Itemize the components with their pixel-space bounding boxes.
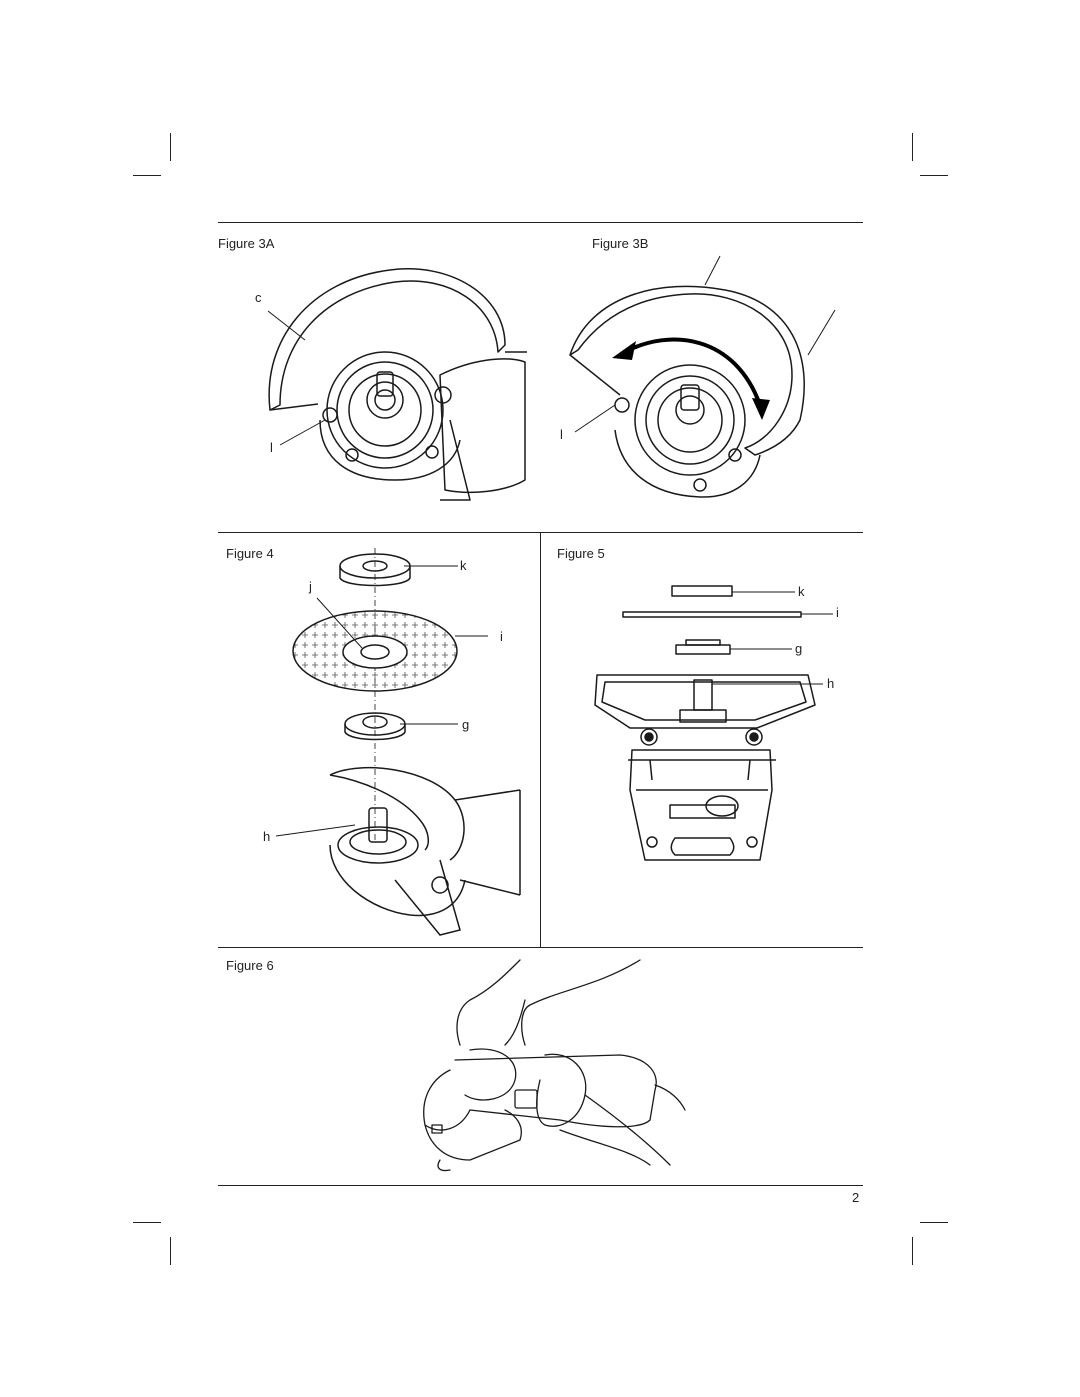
bottom-rule	[218, 1185, 863, 1186]
label-k: k	[798, 584, 805, 599]
crop-mark	[133, 175, 161, 176]
figure-3a-title: Figure 3A	[218, 236, 275, 251]
crop-mark	[133, 1222, 161, 1223]
crop-mark	[920, 175, 948, 176]
lower-rule	[218, 947, 863, 948]
label-g: g	[462, 717, 470, 732]
crop-mark	[170, 133, 171, 161]
label-i: i	[836, 605, 839, 620]
crop-mark	[912, 1237, 913, 1265]
label-h: h	[827, 676, 835, 691]
crop-mark	[912, 133, 913, 161]
figure-4-title: Figure 4	[226, 546, 274, 561]
figure-6-title: Figure 6	[226, 958, 274, 973]
label-k: k	[460, 558, 467, 573]
column-divider	[540, 532, 541, 948]
top-rule	[218, 222, 863, 223]
page-number: 2	[852, 1190, 860, 1205]
label-l: l	[270, 440, 273, 455]
label-j: j	[309, 579, 312, 594]
label-i: i	[500, 629, 503, 644]
crop-mark	[920, 1222, 948, 1223]
figure-5-title: Figure 5	[557, 546, 605, 561]
crop-mark	[170, 1237, 171, 1265]
label-l: l	[560, 427, 563, 442]
figure-3b-title: Figure 3B	[592, 236, 649, 251]
label-h: h	[263, 829, 271, 844]
label-c: c	[255, 290, 262, 305]
label-g: g	[795, 641, 803, 656]
